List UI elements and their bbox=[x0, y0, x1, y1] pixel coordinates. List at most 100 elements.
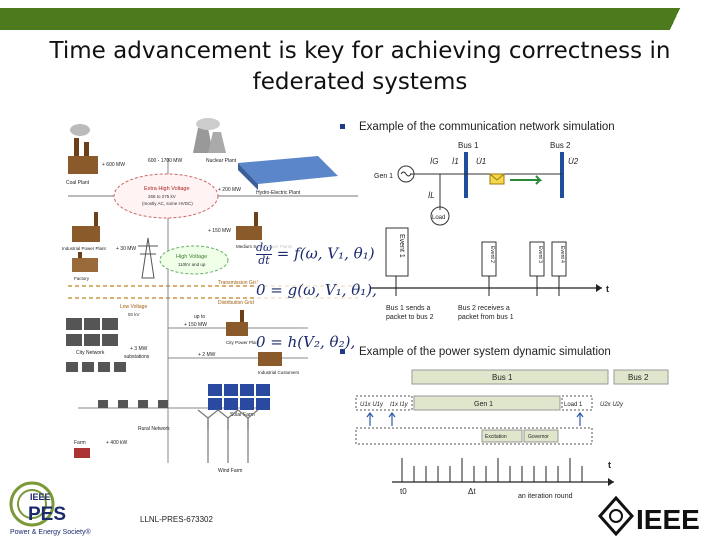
sim-gen1-label: Gen 1 bbox=[474, 401, 493, 408]
svg-text:Event 2: Event 2 bbox=[489, 246, 495, 263]
low-voltage-range: 50 kV bbox=[128, 312, 140, 317]
low-voltage-label: Low Voltage bbox=[120, 304, 147, 310]
upto-mw: + 150 MW bbox=[184, 322, 207, 328]
bullet-power-sim-text: Example of the power system dynamic simu… bbox=[359, 346, 611, 358]
eq1-denominator: dt bbox=[258, 254, 270, 267]
sim-governor-box bbox=[523, 429, 559, 443]
upto-label: up to bbox=[194, 314, 205, 320]
medium-plant-icon bbox=[236, 212, 262, 240]
comm-gen1-label: Gen 1 bbox=[374, 173, 393, 180]
pes-logo-tagline: Power & Energy Society® bbox=[10, 528, 91, 536]
sim-governor-label: Governor bbox=[528, 434, 549, 440]
caption-right-line1: Bus 2 receives a bbox=[458, 305, 510, 312]
city-network-icon bbox=[66, 318, 126, 372]
eq1-rhs: = f(ω, V₁, θ₁) bbox=[276, 244, 375, 263]
farm-label: Farm bbox=[74, 440, 86, 446]
pes-logo-ieee: IEEE bbox=[30, 492, 51, 502]
equation-1: dω dt = f(ω, V₁, θ₁) bbox=[256, 242, 375, 267]
sim-excitation-label: Excitation bbox=[485, 434, 507, 440]
caption-left-line2: packet to bus 2 bbox=[386, 314, 434, 321]
ieee-logo: IEEE bbox=[598, 496, 700, 536]
equation-3: 0 = h(V₂, θ₂), bbox=[256, 333, 356, 351]
sim-dt-label: Δt bbox=[468, 487, 476, 496]
svg-text:Event 4: Event 4 bbox=[559, 246, 565, 263]
load-icon bbox=[430, 206, 450, 226]
farm-icon bbox=[74, 448, 90, 458]
svg-text:Event 3: Event 3 bbox=[537, 246, 543, 263]
factory-icon bbox=[72, 252, 98, 272]
industrial-customers-label: Industrial Customers bbox=[258, 370, 300, 375]
bullet-power-sim: Example of the power system dynamic simu… bbox=[340, 346, 611, 358]
solar-label: Solar Farm bbox=[230, 412, 255, 418]
ehv-note: (mostly AC, some HVDC) bbox=[142, 201, 193, 206]
pes-logo-pes: PES bbox=[28, 504, 66, 525]
transmission-label: Transmission Grid bbox=[218, 280, 259, 286]
hv-range: 110kV and up bbox=[178, 262, 206, 267]
event-box-4: Event 4 bbox=[551, 241, 567, 277]
sim-u2-vars: U2x U2y bbox=[600, 402, 624, 408]
distribution-label: Distribution Grid bbox=[218, 300, 254, 306]
city-network-label: City Network bbox=[76, 350, 105, 356]
sim-t0-label: t0 bbox=[400, 487, 407, 496]
comm-network-diagram: Bus 1 Bus 2 Gen 1 İG İ1 U̇1 U̇2 İL Load … bbox=[370, 141, 609, 321]
caption-right-line2: packet from bus 1 bbox=[458, 314, 514, 321]
ehv-range: 265 to 275 kV bbox=[148, 194, 176, 199]
hydro-plant-icon bbox=[238, 156, 338, 190]
industrial-customers-mw: + 2 MW bbox=[198, 352, 216, 358]
comm-load-label: Load bbox=[432, 215, 445, 221]
comm-bus2-label: Bus 2 bbox=[550, 141, 571, 150]
footer-code: LLNL-PRES-673302 bbox=[140, 515, 213, 524]
sim-round-label: an iteration round bbox=[518, 493, 573, 500]
sim-bus2-label: Bus 2 bbox=[628, 373, 649, 382]
industrial-customers-icon bbox=[258, 352, 282, 366]
sim-excitation-box bbox=[481, 429, 523, 443]
generator-icon bbox=[397, 165, 415, 183]
wind-label: Wind Farm bbox=[218, 468, 242, 474]
wind-turbines-icon bbox=[197, 409, 259, 463]
substations-label: substations bbox=[124, 354, 150, 360]
coal-plant-label: Coal Plant bbox=[66, 180, 90, 186]
substations-mw: + 3 MW bbox=[130, 346, 148, 352]
industrial-plant-mw: + 30 MW bbox=[116, 246, 136, 252]
city-plant-icon bbox=[226, 310, 248, 336]
ieee-pes-logo: IEEE PES Power & Energy Society® bbox=[9, 481, 91, 536]
bullet-comm-network: Example of the communication network sim… bbox=[340, 121, 615, 133]
ehv-cloud bbox=[113, 173, 219, 219]
slide-title-line1: Time advancement is key for achieving co… bbox=[49, 38, 671, 64]
sim-load1-box bbox=[561, 395, 593, 411]
event-box-1: Event 1 bbox=[385, 227, 409, 277]
power-sim-diagram: Bus 1 Bus 2 U1x U1y I1x I1y Gen 1 Load 1… bbox=[355, 369, 669, 500]
top-accent-bar bbox=[0, 8, 686, 30]
event-box-2: Event 2 bbox=[481, 241, 497, 277]
rural-houses-icon bbox=[98, 400, 168, 408]
slide-title-line2: federated systems bbox=[252, 69, 468, 95]
sim-i-vars: I1x I1y bbox=[390, 402, 409, 408]
industrial-plant-label: Industrial Power Plant bbox=[62, 246, 107, 251]
comm-bus1-label: Bus 1 bbox=[458, 141, 479, 150]
bullet-icon bbox=[340, 349, 345, 355]
sim-load1-label: Load 1 bbox=[564, 402, 583, 408]
comm-u2-label: U̇2 bbox=[568, 157, 579, 166]
event-box-3: Event 3 bbox=[529, 241, 545, 277]
city-plant-label: City Power Plant bbox=[226, 340, 260, 345]
bullet-comm-network-text: Example of the communication network sim… bbox=[359, 121, 615, 133]
comm-il-label: İL bbox=[428, 191, 435, 200]
packet-envelope-icon bbox=[489, 173, 505, 185]
coal-plant-icon bbox=[68, 124, 98, 174]
top-accent-bar-end bbox=[660, 8, 690, 30]
hv-cloud bbox=[159, 245, 229, 275]
caption-left-line1: Bus 1 sends a bbox=[386, 305, 430, 312]
slide-title: Time advancement is key for achieving co… bbox=[40, 36, 680, 98]
comm-u1-label: U̇1 bbox=[476, 157, 486, 166]
farm-mw: + 400 kW bbox=[106, 440, 128, 446]
ieee-logo-text: IEEE bbox=[636, 504, 700, 535]
ehv-label: Extra High Voltage bbox=[144, 186, 190, 192]
sim-bus1-bar bbox=[411, 369, 609, 385]
nuclear-plant-icon bbox=[193, 118, 226, 153]
nuclear-mw: 600 - 1700 MW bbox=[148, 158, 182, 164]
equation-2: 0 = g(ω, V₁, θ₁), bbox=[256, 281, 377, 299]
sim-u-vars: U1x U1y bbox=[360, 402, 384, 408]
sim-gen1-box bbox=[413, 395, 561, 411]
pylon-icon bbox=[138, 237, 158, 279]
rural-label: Rural Network bbox=[138, 426, 170, 432]
